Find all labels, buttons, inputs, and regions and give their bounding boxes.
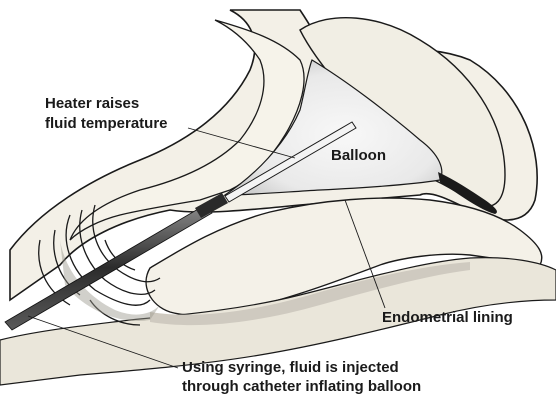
balloon-tip <box>438 172 497 214</box>
syringe-label-line2: through catheter inflating balloon <box>182 378 421 395</box>
endometrial-label: Endometrial lining <box>382 309 513 326</box>
lower-shadow <box>150 262 470 326</box>
heater-label-line2: fluid temperature <box>45 115 168 132</box>
heater-label-line1: Heater raises <box>45 95 139 112</box>
syringe-label-line1: Using syringe, fluid is injected <box>182 359 399 376</box>
balloon-shape <box>223 59 443 196</box>
cervix-shading <box>60 240 160 321</box>
catheter <box>4 121 357 331</box>
cervix-folds <box>38 204 161 326</box>
balloon-label: Balloon <box>331 147 386 164</box>
leader-lines <box>27 127 386 369</box>
heater-element <box>224 121 357 203</box>
